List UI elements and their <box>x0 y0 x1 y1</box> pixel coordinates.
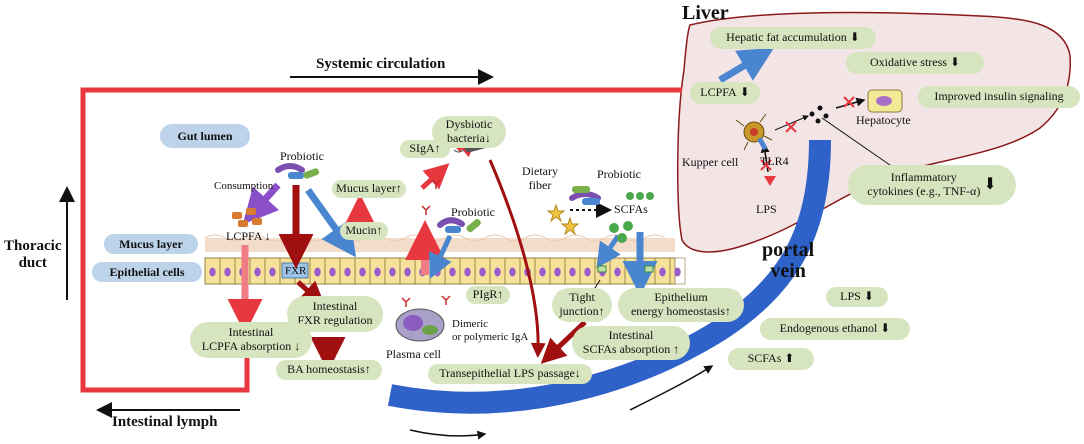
epithelial-nucleus <box>449 267 456 277</box>
epithelial-nucleus <box>539 267 546 277</box>
epithelial-nucleus <box>314 267 321 277</box>
dimeric-iga-label: Dimeric or polymeric IgA <box>452 318 529 343</box>
inflammatory-pill: Inflammatory cytokines (e.g., TNF-α) ⬇ <box>848 165 1016 205</box>
plasma-cell-label: Plasma cell <box>386 347 441 361</box>
tight-junction-marks <box>597 265 654 273</box>
scfas-label: SCFAs <box>614 202 648 216</box>
probiotic-label-left: Probiotic <box>280 149 324 163</box>
epithelial-nucleus <box>659 267 666 277</box>
intestinal-lymph-label: Intestinal lymph <box>112 414 218 430</box>
probiotic-label-mid: Probiotic <box>451 205 495 219</box>
portal-flow-arrow-1 <box>409 429 487 440</box>
kupffer-cell <box>735 113 773 151</box>
consumption-label: Consumption <box>214 180 274 192</box>
scfas-up-pill: SCFAs ⬆ <box>728 348 814 370</box>
portal-vein-label: portal vein <box>762 239 815 282</box>
epithelium-energy-pill: Epithelium energy homeostasis↑ <box>618 288 744 322</box>
probiotic-label-right: Probiotic <box>597 167 641 181</box>
arrow-scfa-tight <box>596 234 621 269</box>
lps-label: LPS <box>756 202 777 216</box>
epithelial-nucleus <box>569 267 576 277</box>
epithelial-nucleus <box>269 267 276 277</box>
tlr4-label: TLR4 <box>760 154 789 168</box>
cytokine-dots <box>809 105 829 124</box>
epithelial-nucleus <box>629 267 636 277</box>
arrow-dysbiotic-lps <box>488 159 546 358</box>
siga-pill: SIgA↑ <box>400 140 450 158</box>
mucin-pill: Mucin↑ <box>340 222 388 240</box>
oxidative-stress-pill: Oxidative stress ⬇ <box>846 52 984 74</box>
epithelial-nucleus <box>389 267 396 277</box>
epithelial-nucleus <box>359 267 366 277</box>
block-marks <box>760 96 855 171</box>
line-inflammatory <box>821 117 901 173</box>
hepatocyte-label: Hepatocyte <box>856 113 911 127</box>
kupffer-cell-label: Kupper cell <box>682 155 739 169</box>
plasma-cell-shape <box>395 308 445 342</box>
circulation-loop <box>80 87 682 393</box>
epithelial-nucleus <box>554 267 561 277</box>
liver-title: Liver <box>682 2 729 24</box>
systemic-circulation-label: Systemic circulation <box>316 56 446 72</box>
transepithelial-pill: Transepithelial LPS passage↓ <box>428 364 592 384</box>
arrow-siga <box>420 163 450 190</box>
arrow-consumption <box>242 182 281 225</box>
thoracic-duct-label: Thoracic duct <box>4 238 62 272</box>
epithelial-nucleus <box>614 267 621 277</box>
epithelial-cell <box>669 257 686 285</box>
pigr-pill: PIgR↑ <box>466 286 510 304</box>
dietary-fiber-label: Dietary fiber <box>522 164 558 192</box>
iga-marks <box>401 179 451 307</box>
mucus-layer-up-pill: Mucus layer↑ <box>332 180 406 198</box>
epithelial-nucleus <box>329 267 336 277</box>
epithelial-nucleus <box>494 267 501 277</box>
dietary-fiber-stars <box>546 203 580 236</box>
ba-homeostasis-pill: BA homeostasis↑ <box>276 360 382 380</box>
probiotic-bacteria-right <box>569 186 601 205</box>
lps-triangle <box>764 176 776 186</box>
epithelial-nucleus <box>209 267 216 277</box>
lps-down-pill: LPS ⬇ <box>826 287 888 307</box>
gut-lumen-pill: Gut lumen <box>160 124 250 148</box>
liver-lcpfa-pill: LCPFA ⬇ <box>690 82 760 104</box>
epithelial-nucleus <box>344 267 351 277</box>
intestinal-scfas-pill: Intestinal SCFAs absorption ↑ <box>572 326 690 360</box>
epithelial-row <box>204 257 686 285</box>
mucus-layer-pill: Mucus layer <box>104 234 198 254</box>
epithelial-nucleus <box>254 267 261 277</box>
arrow-hepatic-fat <box>718 47 775 84</box>
endogenous-ethanol-pill: Endogenous ethanol ⬇ <box>760 318 910 340</box>
improved-insulin-pill: Improved insulin signaling <box>918 86 1080 108</box>
probiotic-bacteria-left <box>275 163 320 179</box>
intestinal-lcpfa-pill: Intestinal LCPFA absorption ↓ <box>190 322 312 358</box>
epithelial-nucleus <box>584 267 591 277</box>
epithelial-nucleus <box>479 267 486 277</box>
line-kupffer-dots <box>774 115 809 131</box>
portal-flow-arrow-2 <box>629 365 714 411</box>
tight-junction-pill: Tight junction↑ <box>552 288 612 322</box>
epithelial-nucleus <box>509 267 516 277</box>
portal-vein <box>387 139 831 414</box>
epithelial-nucleus <box>224 267 231 277</box>
epithelial-nucleus <box>374 267 381 277</box>
epithelial-nucleus <box>404 267 411 277</box>
hepatocyte-cell <box>867 89 903 113</box>
hepatic-fat-pill: Hepatic fat accumulation ⬇ <box>710 27 876 49</box>
epithelial-nucleus <box>674 267 681 277</box>
probiotic-bacteria-mid <box>437 217 481 233</box>
lcpfa-label: LCPFA ↓ <box>226 229 271 243</box>
fxr-label: FXR <box>285 265 307 277</box>
scfa-circles <box>609 192 654 243</box>
lcpfa-particles <box>232 208 262 227</box>
arrow-probiotic-iga <box>429 234 453 280</box>
epithelial-nucleus <box>464 267 471 277</box>
epithelial-cells-pill: Epithelial cells <box>92 262 202 282</box>
